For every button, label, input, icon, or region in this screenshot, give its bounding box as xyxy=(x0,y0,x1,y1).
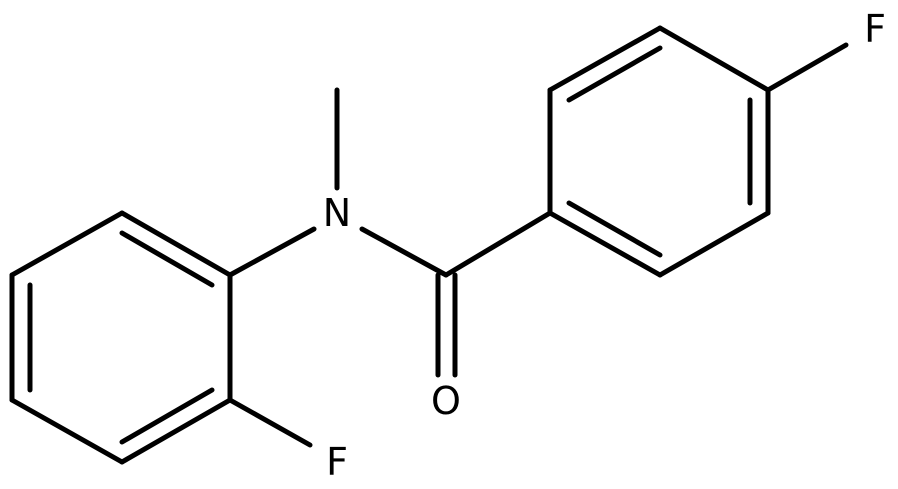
atom-label-oxygen: O xyxy=(431,379,461,423)
atom-labels: F N O F xyxy=(323,7,886,484)
bond-left-ring-2 xyxy=(9,210,125,278)
atom-label-nitrogen: N xyxy=(323,191,351,235)
bond-n-carbonyl xyxy=(359,226,449,278)
bond-left-ring-1 xyxy=(119,210,233,278)
atom-label-fluorine-top: F xyxy=(864,7,886,51)
bond-carbonyl-right-ring xyxy=(443,210,553,278)
bond-right-ring-inner-1 xyxy=(566,45,663,103)
bond-left-ring-fluorine xyxy=(227,397,313,448)
bond-left-ring-4 xyxy=(9,397,125,465)
bond-left-ring-inner-3 xyxy=(119,387,215,445)
bond-right-ring-2 xyxy=(547,25,663,93)
bond-right-ring-3 xyxy=(657,25,771,93)
bonds xyxy=(9,25,849,465)
bond-left-ring-inner-1 xyxy=(119,230,215,288)
atom-label-fluorine-bottom: F xyxy=(326,440,348,484)
bond-left-ring-5 xyxy=(119,397,233,465)
bond-right-ring-6 xyxy=(547,210,663,278)
bond-right-ring-5 xyxy=(657,210,771,278)
bond-right-ring-inner-3 xyxy=(566,200,663,258)
bond-right-ring-fluorine xyxy=(765,42,849,93)
bond-n-left-ring xyxy=(227,226,317,278)
